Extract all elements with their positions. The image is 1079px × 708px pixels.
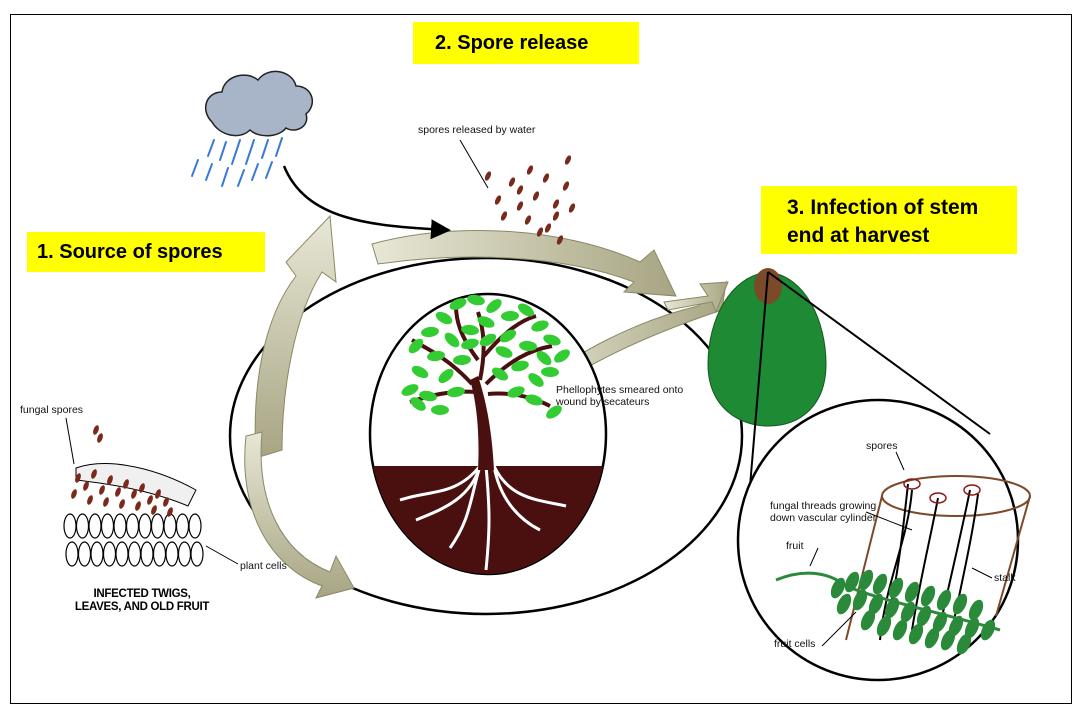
infected-tissue-illustration bbox=[64, 424, 203, 566]
infected-caption: INFECTED TWIGS, LEAVES, AND OLD FRUIT bbox=[56, 588, 228, 614]
plant-cell bbox=[177, 514, 189, 538]
stage-2-title: 2. Spore release bbox=[413, 22, 639, 64]
stalk-label: stalk bbox=[994, 572, 1016, 584]
plant-cell bbox=[191, 542, 203, 566]
curved-arrow-left-up bbox=[255, 216, 336, 458]
fungal-spore bbox=[118, 498, 126, 509]
plant-cell bbox=[64, 514, 76, 538]
phellophytes-label-line2: wound by secateurs bbox=[556, 396, 683, 408]
fruit-cells-label: fruit cells bbox=[774, 638, 815, 650]
infected-caption-line1: INFECTED TWIGS, bbox=[56, 588, 228, 601]
plant-cell bbox=[179, 542, 191, 566]
plant-cell bbox=[164, 514, 176, 538]
plant-cell bbox=[152, 514, 164, 538]
fungal-spores-label: fungal spores bbox=[20, 404, 83, 416]
rain-arrow bbox=[284, 166, 446, 230]
released-spore bbox=[542, 172, 551, 183]
plant-cell bbox=[166, 542, 178, 566]
plant-cell bbox=[91, 542, 103, 566]
plant-cell bbox=[104, 542, 116, 566]
stage-3-title-line1: 3. Infection of stem bbox=[787, 194, 1017, 222]
fungal-threads-label-line1: fungal threads growing bbox=[770, 500, 876, 512]
plant-cell bbox=[66, 542, 78, 566]
plant-cells-group bbox=[64, 514, 203, 566]
released-spore bbox=[524, 214, 533, 225]
infected-caption-line2: LEAVES, AND OLD FRUIT bbox=[56, 601, 228, 614]
released-spore bbox=[552, 210, 561, 221]
released-spore bbox=[494, 194, 503, 205]
released-spore bbox=[516, 184, 525, 195]
released-spore bbox=[516, 200, 525, 211]
plant-cell bbox=[141, 542, 153, 566]
curved-arrow-left-down bbox=[245, 432, 354, 598]
released-spore bbox=[562, 180, 571, 191]
fungal-spore bbox=[86, 494, 94, 505]
released-spore bbox=[564, 154, 573, 165]
fungal-spore bbox=[146, 494, 154, 505]
plant-cell bbox=[102, 514, 114, 538]
plant-cell bbox=[79, 542, 91, 566]
fungal-spore bbox=[82, 480, 90, 491]
stage-1-title: 1. Source of spores bbox=[27, 232, 265, 272]
fruit-label: fruit bbox=[786, 540, 804, 552]
stage-3-title-line2: end at harvest bbox=[787, 222, 1017, 250]
plant-cell bbox=[127, 514, 139, 538]
fungal-spore bbox=[98, 484, 106, 495]
released-spore bbox=[484, 170, 493, 181]
rain-cloud-icon bbox=[192, 71, 312, 186]
phellophytes-label-line1: Phellophytes smeared onto bbox=[556, 384, 683, 396]
released-spore bbox=[568, 202, 577, 213]
released-spore bbox=[552, 198, 561, 209]
plant-cell bbox=[89, 514, 101, 538]
fungal-spore bbox=[70, 488, 78, 499]
phellophytes-label: Phellophytes smeared onto wound by secat… bbox=[556, 384, 683, 408]
plant-cells-label: plant cells bbox=[240, 560, 287, 572]
spores-label: spores bbox=[866, 440, 898, 452]
released-spore bbox=[500, 210, 509, 221]
fungal-spore bbox=[134, 500, 142, 511]
plant-cell bbox=[116, 542, 128, 566]
plant-cell bbox=[189, 514, 201, 538]
released-spore bbox=[508, 176, 517, 187]
plant-cell bbox=[154, 542, 166, 566]
plant-cell bbox=[77, 514, 89, 538]
fungal-spore bbox=[102, 496, 110, 507]
stage-3-title: 3. Infection of stem end at harvest bbox=[761, 186, 1017, 254]
fungal-spore bbox=[92, 424, 100, 435]
plant-cell bbox=[114, 514, 126, 538]
fungal-spore bbox=[96, 432, 104, 443]
fungal-threads-label-line2: down vascular cylinder bbox=[770, 512, 876, 524]
plant-cell bbox=[139, 514, 151, 538]
released-spore bbox=[532, 190, 541, 201]
spores-released-label: spores released by water bbox=[418, 124, 535, 136]
released-spore bbox=[544, 222, 553, 233]
plant-cell bbox=[129, 542, 141, 566]
fungal-threads-label: fungal threads growing down vascular cyl… bbox=[770, 500, 876, 524]
fungal-spore bbox=[114, 486, 122, 497]
released-spore bbox=[526, 164, 535, 175]
